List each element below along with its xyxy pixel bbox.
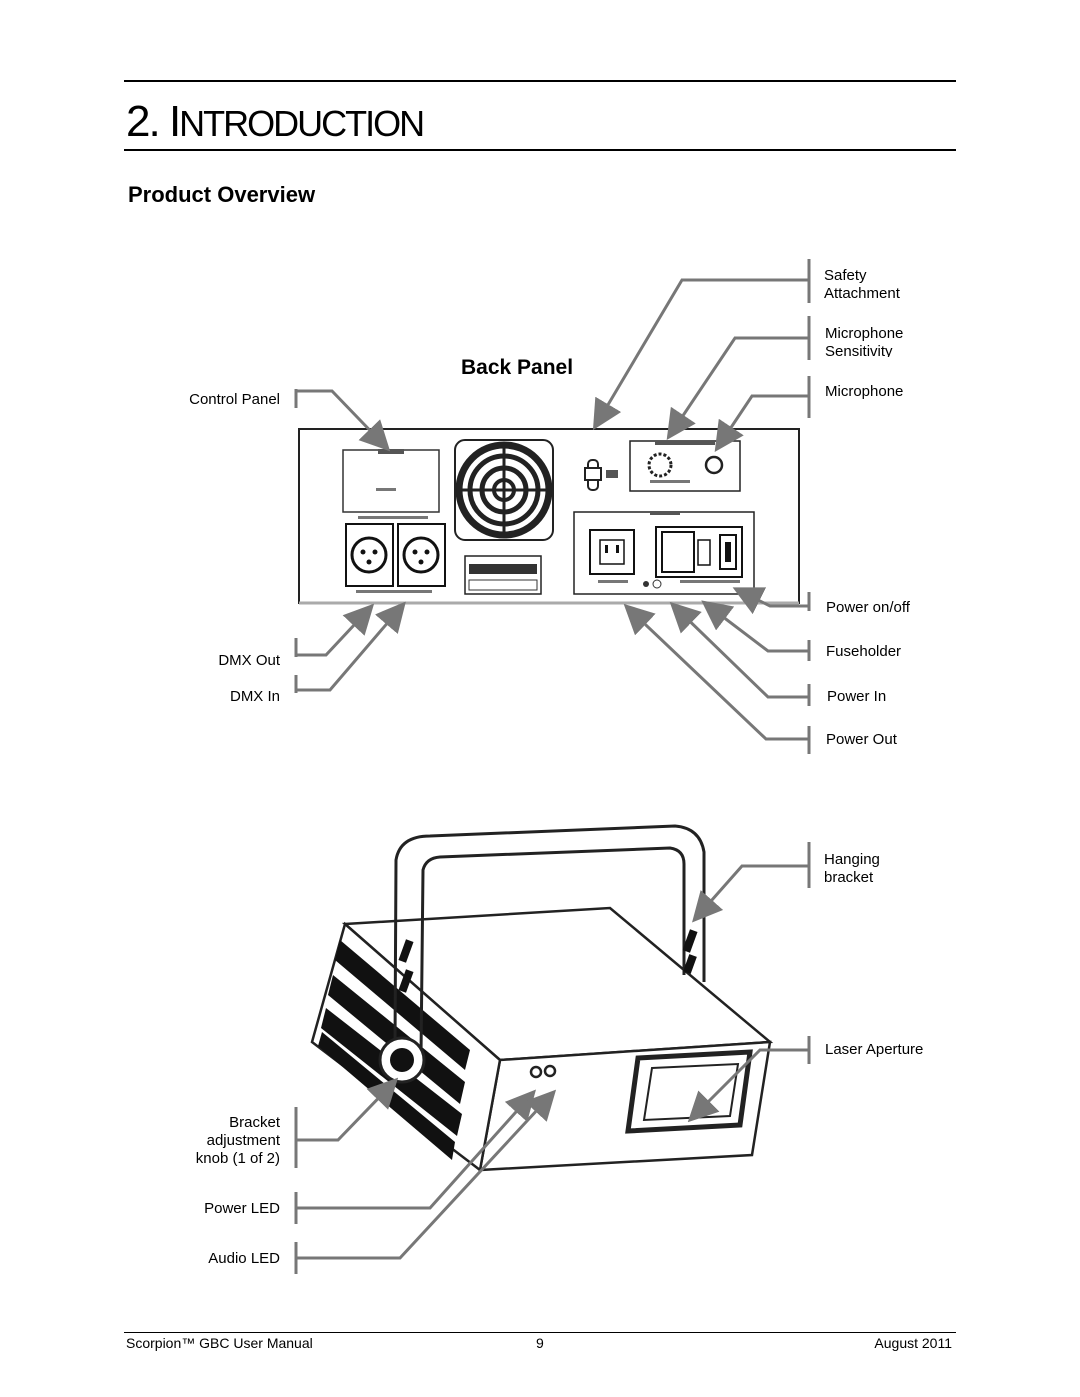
footer-page-number: 9 xyxy=(536,1335,544,1351)
label-laser-aperture: Laser Aperture xyxy=(825,1041,924,1058)
label-power-in: Power In xyxy=(827,688,887,705)
back-panel-title: Back Panel xyxy=(461,356,574,379)
label-audio-led: Audio LED xyxy=(208,1250,280,1267)
label-dmx-out: DMX Out xyxy=(218,652,280,669)
top-rule xyxy=(124,80,956,82)
chapter-initial: I xyxy=(168,97,181,146)
footer-manual: Scorpion™ GBC User Manual xyxy=(126,1335,313,1351)
back-panel-drawing xyxy=(298,428,800,605)
label-control-panel: Control Panel xyxy=(189,391,280,408)
label-bracket-knob-line1: Bracket xyxy=(229,1114,280,1131)
title-rule xyxy=(124,149,956,151)
label-fuseholder: Fuseholder xyxy=(826,643,902,660)
chapter-rest: NTRODUCTION xyxy=(179,103,425,144)
label-hanging-bracket: Hanging bracket xyxy=(824,851,880,883)
label-safety-attachment: Safety Attachment xyxy=(824,267,900,299)
label-bracket-knob-line2: adjustment xyxy=(206,1132,280,1149)
section-title: Product Overview xyxy=(128,182,316,207)
footer-date: August 2011 xyxy=(874,1335,952,1351)
unit-drawing xyxy=(310,824,774,1173)
label-power-led: Power LED xyxy=(204,1200,280,1217)
label-microphone-sensitivity: Microphone Sensitivity xyxy=(825,325,904,357)
chapter-number: 2. xyxy=(126,97,161,146)
back-panel-callouts xyxy=(294,259,811,754)
unit-callouts xyxy=(294,842,811,1274)
chapter-title: 2. INTRODUCTION xyxy=(126,97,425,146)
label-bracket-knob-line3: knob (1 of 2) xyxy=(195,1150,280,1167)
label-power-out: Power Out xyxy=(826,731,897,748)
label-microphone: Microphone xyxy=(825,383,904,400)
label-power-on-off: Power on/off xyxy=(826,599,910,616)
label-dmx-in: DMX In xyxy=(229,688,280,705)
footer-rule xyxy=(124,1332,956,1333)
